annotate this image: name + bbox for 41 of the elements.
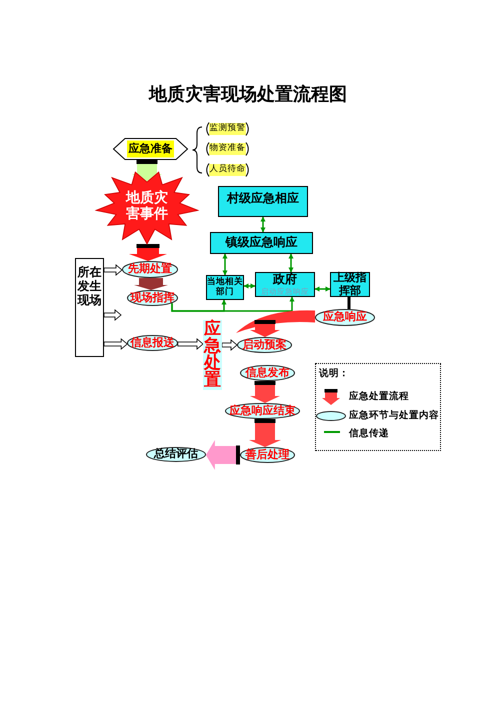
process-ellipse: 信息发布 <box>240 365 295 381</box>
legend-label: 应急环节与处置内容 <box>349 410 439 422</box>
process-box: 镇级应急响应 <box>210 232 313 254</box>
double-arrow <box>314 286 331 292</box>
block-arrow <box>129 244 167 261</box>
process-ellipse: 信息报送 <box>127 335 178 351</box>
hexagon-node: 应急准备 <box>113 138 188 160</box>
vertical-band: 应急处置 <box>203 320 222 390</box>
process-box <box>255 272 315 297</box>
process-box: 所在发生现场 <box>75 258 104 357</box>
hollow-arrow <box>104 309 122 321</box>
double-arrow <box>243 283 256 289</box>
hollow-arrow <box>104 338 128 350</box>
process-ellipse: 启动预案 <box>237 337 292 353</box>
process-box: 村级应急相应 <box>218 186 308 217</box>
legend-label: 信息传递 <box>349 428 389 440</box>
double-arrow <box>222 253 228 276</box>
block-arrow <box>250 381 280 403</box>
legend-label: 应急处置流程 <box>349 391 409 403</box>
legend-heading: 说明： <box>319 368 349 380</box>
block-arrow <box>249 419 281 447</box>
process-ellipse: 善后处理 <box>240 447 295 463</box>
double-arrow <box>260 216 266 233</box>
hollow-arrow <box>222 339 238 351</box>
diagram-title: 地质灾害现场处置流程图 <box>149 84 347 106</box>
process-ellipse: 应急响应 <box>315 309 375 326</box>
double-arrow <box>288 253 294 273</box>
process-ellipse: 现场指挥 <box>127 290 178 306</box>
block-arrow <box>134 278 168 290</box>
block-arrow <box>206 440 240 470</box>
heading-text: 政府 <box>273 272 297 287</box>
block-arrow <box>132 160 162 182</box>
process-ellipse: 应急响应结束 <box>225 403 300 419</box>
arrow <box>171 296 295 312</box>
process-ellipse: 总结评估 <box>146 447 206 462</box>
curved-arrow <box>236 310 316 337</box>
connector-line <box>348 297 350 310</box>
hollow-arrow <box>104 264 123 276</box>
process-ellipse: 先期处置 <box>122 261 178 278</box>
hollow-arrow <box>177 338 204 350</box>
process-box: 当地相关部门 <box>206 275 244 300</box>
